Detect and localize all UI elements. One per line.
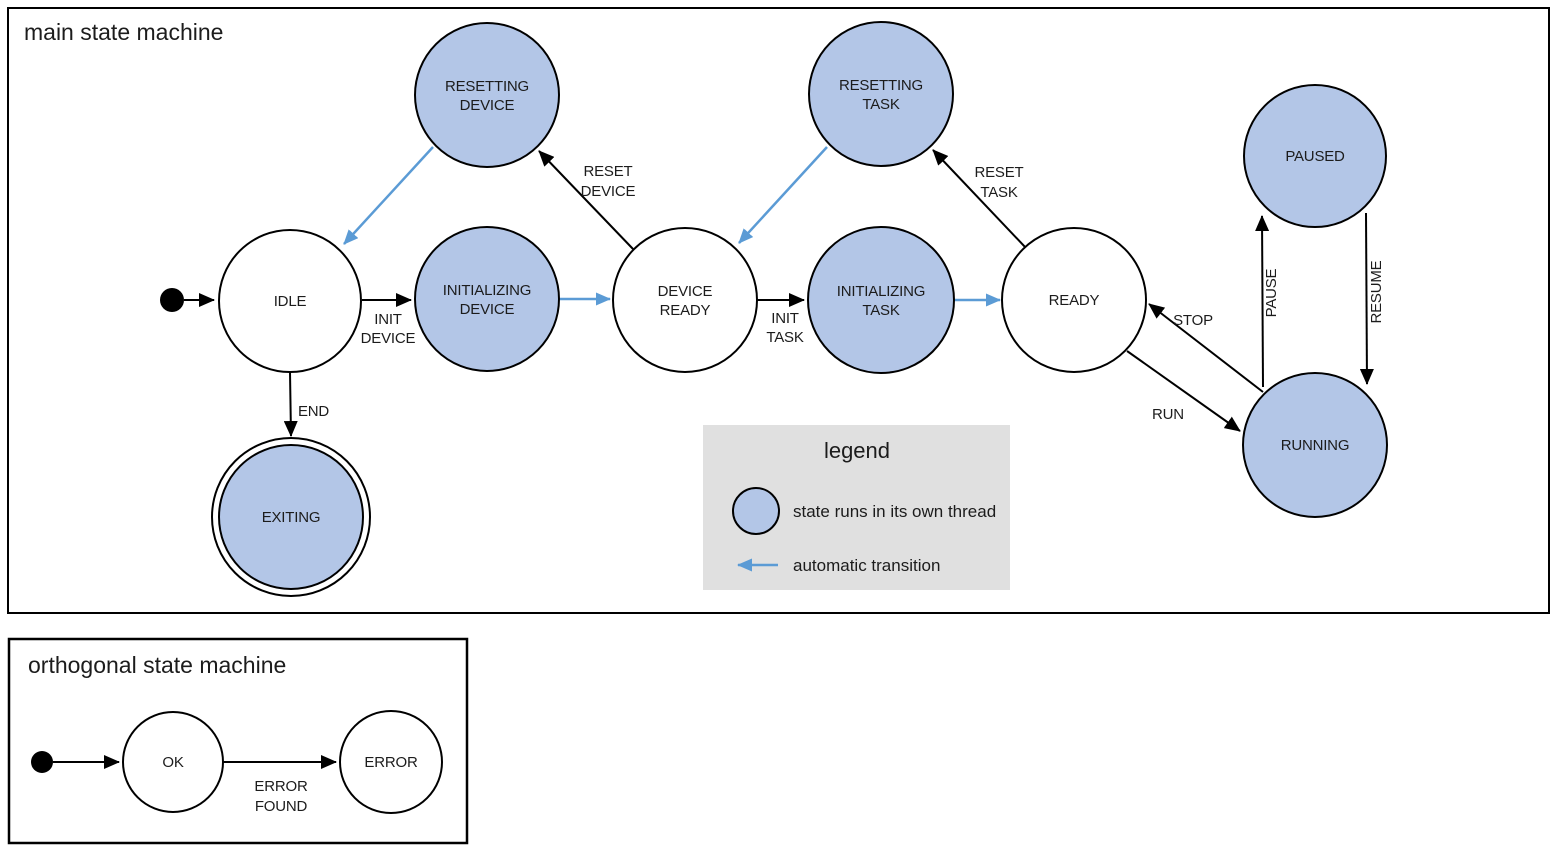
state-device-ready: DEVICE READY xyxy=(612,227,758,373)
state-error: ERROR xyxy=(339,710,443,814)
state-label-resetting-device-1: RESETTING xyxy=(445,78,529,95)
orthogonal-state-machine: orthogonal state machine ERROR FOUND OK … xyxy=(7,637,469,845)
state-initializing-device: INITIALIZING DEVICE xyxy=(414,226,560,372)
transition-label-end: END xyxy=(298,403,329,420)
main-state-machine: main state machine INIT DEVICE RESET DEV… xyxy=(7,7,1550,614)
transition-init-task: INIT TASK xyxy=(757,293,805,346)
transition-label-run: RUN xyxy=(1152,406,1184,423)
state-resetting-device: RESETTING DEVICE xyxy=(414,22,560,168)
state-initializing-task: INITIALIZING TASK xyxy=(807,226,955,374)
state-label-initializing-task-2: TASK xyxy=(862,302,899,319)
state-paused: PAUSED xyxy=(1243,84,1387,228)
state-label-resetting-device-2: DEVICE xyxy=(460,97,515,114)
initial-state-dot xyxy=(160,288,184,312)
transition-auto-resetting-device-to-idle xyxy=(343,146,434,245)
orthogonal-title: orthogonal state machine xyxy=(28,652,286,678)
state-label-ok: OK xyxy=(162,754,183,771)
transition-auto-resetting-task-to-device-ready xyxy=(738,146,828,244)
transition-reset-task: RESET TASK xyxy=(932,149,1027,249)
state-label-device-ready-2: READY xyxy=(660,302,711,319)
transition-label-resume: RESUME xyxy=(1368,260,1385,323)
state-label-initializing-device-2: DEVICE xyxy=(460,301,515,318)
state-label-resetting-task-2: TASK xyxy=(862,96,899,113)
orthogonal-initial-state-dot xyxy=(31,751,53,773)
transition-error-found: ERROR FOUND xyxy=(223,755,337,815)
transition-label-error-found-1: ERROR xyxy=(254,778,308,795)
state-label-resetting-task-1: RESETTING xyxy=(839,77,923,94)
transition-label-stop: STOP xyxy=(1173,312,1213,329)
state-label-idle: IDLE xyxy=(274,293,307,310)
transition-reset-device: RESET DEVICE xyxy=(538,150,636,250)
state-label-ready: READY xyxy=(1049,292,1100,309)
state-label-initializing-task-1: INITIALIZING xyxy=(837,283,925,300)
transition-pause: PAUSE xyxy=(1255,215,1280,388)
legend-title: legend xyxy=(824,438,890,463)
transition-stop: STOP xyxy=(1148,303,1264,393)
transition-end: END xyxy=(283,371,330,437)
state-label-device-ready-1: DEVICE xyxy=(658,283,713,300)
state-idle: IDLE xyxy=(218,229,362,373)
state-label-running: RUNNING xyxy=(1281,437,1350,454)
state-ok: OK xyxy=(122,711,224,813)
legend: legend state runs in its own thread auto… xyxy=(703,425,1010,590)
state-label-error: ERROR xyxy=(364,754,418,771)
transition-label-init-device-1: INIT xyxy=(374,311,402,328)
transition-start-idle xyxy=(160,288,215,312)
transition-label-init-device-2: DEVICE xyxy=(361,330,416,347)
transition-label-reset-device-2: DEVICE xyxy=(581,183,636,200)
transition-init-device: INIT DEVICE xyxy=(361,293,416,347)
transition-label-reset-task-1: RESET xyxy=(974,164,1023,181)
state-label-paused: PAUSED xyxy=(1285,148,1345,165)
transition-start-ok xyxy=(31,751,120,773)
transition-label-init-task-1: INIT xyxy=(771,310,799,327)
state-running: RUNNING xyxy=(1242,372,1388,518)
transition-label-pause: PAUSE xyxy=(1263,268,1280,317)
transition-label-reset-device-1: RESET xyxy=(583,163,632,180)
state-exiting: EXITING xyxy=(211,437,371,597)
transition-run: RUN xyxy=(1126,350,1241,432)
transition-resume: RESUME xyxy=(1359,212,1385,385)
state-ready: READY xyxy=(1001,227,1147,373)
main-title: main state machine xyxy=(24,19,223,45)
legend-threaded-state-swatch xyxy=(732,487,780,535)
transition-label-error-found-2: FOUND xyxy=(255,798,308,815)
transition-label-reset-task-2: TASK xyxy=(980,184,1017,201)
transition-label-init-task-2: TASK xyxy=(766,329,803,346)
state-resetting-task: RESETTING TASK xyxy=(808,21,954,167)
state-label-exiting: EXITING xyxy=(262,509,321,526)
legend-auto-label: automatic transition xyxy=(793,556,940,575)
legend-thread-label: state runs in its own thread xyxy=(793,502,996,521)
state-label-initializing-device-1: INITIALIZING xyxy=(443,282,531,299)
